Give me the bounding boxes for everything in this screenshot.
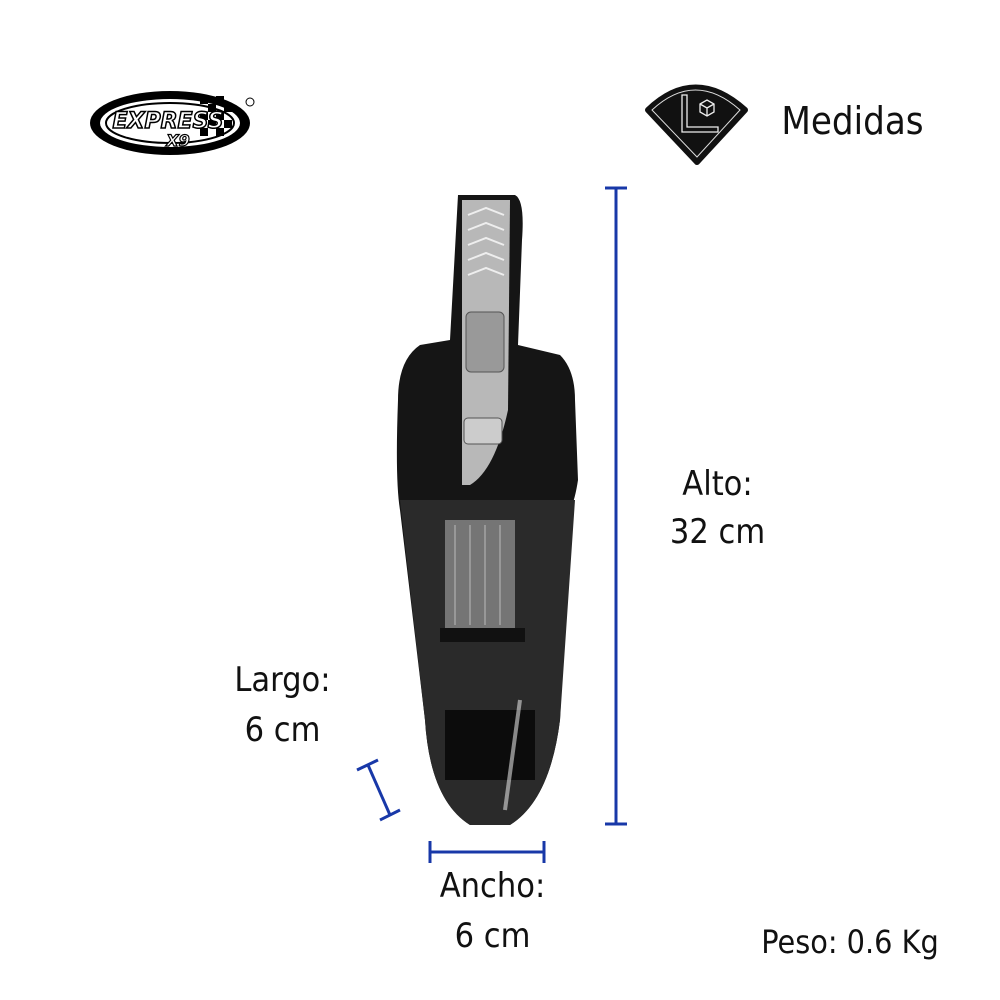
header-title: Medidas (781, 99, 924, 143)
alto-label: Alto: (682, 464, 753, 504)
largo-value: 6 cm (244, 710, 321, 750)
svg-text:X9: X9 (165, 131, 189, 150)
weight-text: Peso: 0.6 Kg (761, 923, 939, 961)
brand-logo: EXPRESS X9 (90, 91, 255, 155)
largo-label: Largo: (234, 660, 331, 700)
ancho-dimension-line (428, 841, 546, 863)
svg-text:EXPRESS: EXPRESS (113, 109, 224, 134)
largo-dimension-line (356, 758, 401, 822)
product-vacuum-image (396, 195, 578, 825)
ancho-label: Ancho: (439, 866, 546, 906)
ancho-value: 6 cm (454, 916, 531, 956)
measure-cube-icon (645, 84, 748, 165)
alto-value: 32 cm (669, 512, 766, 552)
alto-dimension-line (605, 186, 627, 826)
